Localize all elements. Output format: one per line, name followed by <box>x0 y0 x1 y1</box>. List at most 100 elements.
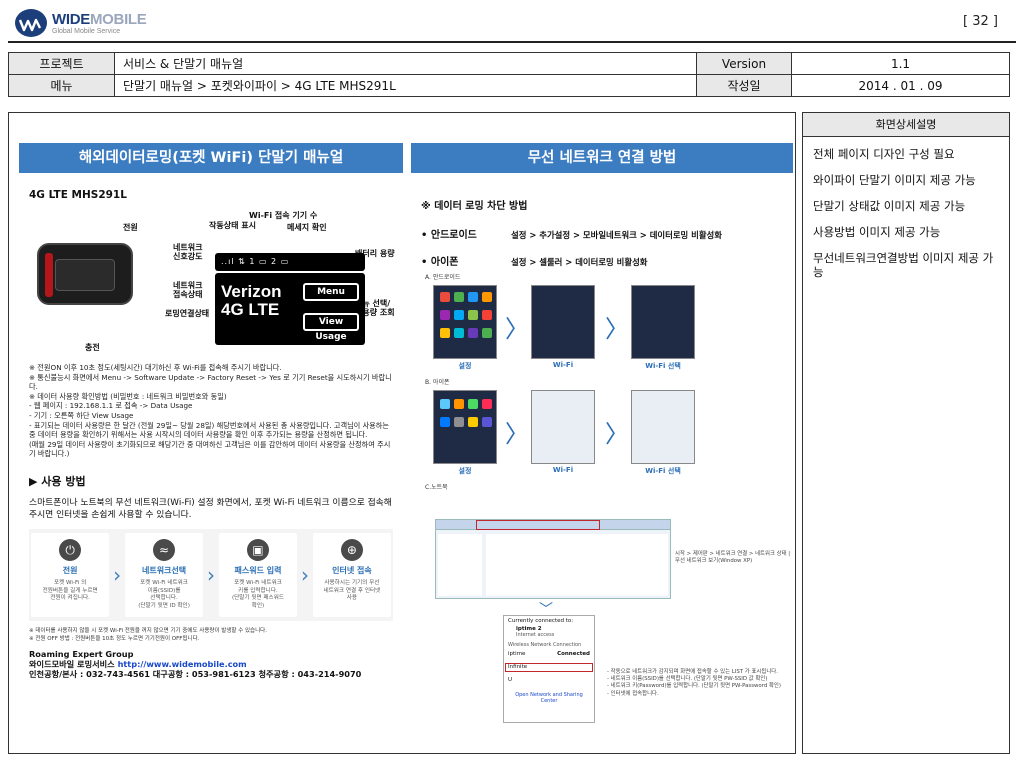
step-password: ▣ 패스워드 입력 포켓 Wi-Fi 네트워크 키를 입력합니다. (단말기 뒷… <box>218 533 298 617</box>
network-steps-note: - 작동으로 네트워크가 감지되며 화면에 접속할 수 있는 LIST 가 표시… <box>607 669 781 697</box>
caption-settings: 설정 <box>458 362 472 370</box>
wide-mobile-logo-icon <box>15 9 47 37</box>
lock-icon: ▣ <box>246 539 269 561</box>
step-title: 패스워드 입력 <box>234 566 282 575</box>
wifi-icon: ≈ <box>153 539 176 561</box>
android-instruction: • 안드로이드 설정 > 추가설정 > 모바일네트워크 > 데이터로밍 비활성화 <box>421 226 793 241</box>
step-description: 포켓 Wi-Fi 의 전원버튼을 길게 누르면 전원이 켜집니다. <box>42 580 98 602</box>
roaming-block-title: ※ 데이터 로밍 차단 방법 <box>421 201 528 212</box>
version-label: Version <box>696 52 792 75</box>
roaming-status-label: 로밍연결상태 <box>165 309 210 318</box>
open-network-center-link[interactable]: Open Network and Sharing Center <box>515 692 583 704</box>
step-title: 전원 <box>62 566 78 575</box>
battery-label: 배터리 용량 <box>355 249 395 258</box>
detail-item: 전체 페이지 디자인 구성 필요 <box>813 147 955 161</box>
footer-notes: ※ 데이터를 사용하지 않을 시 포켓 Wi-Fi 전원을 꺼지 않으면 기기 … <box>29 627 393 643</box>
network-item-u[interactable]: U <box>508 677 513 683</box>
iphone-instruction: • 아이폰 설정 > 셀룰러 > 데이터로밍 비활성화 <box>421 253 793 268</box>
note-line: - 기기 : 오른쪽 하단 View Usage <box>29 410 134 420</box>
connected-network: iptime 2 <box>516 626 542 632</box>
date-label: 작성일 <box>696 74 792 97</box>
chevron-down-icon: ﹀ <box>539 602 553 618</box>
highlight-box <box>476 520 600 530</box>
usage-steps: ⏻ 전원 포켓 Wi-Fi 의 전원버튼을 길게 누르면 전원이 켜집니다. ›… <box>29 529 393 621</box>
view-usage-button[interactable]: View Usage <box>303 313 359 342</box>
network-item-infinite[interactable]: Infinite <box>508 664 528 670</box>
document-meta-table: 프로젝트 서비스 & 단말기 매뉴얼 Version 1.1 메뉴 단말기 매뉴… <box>8 52 1010 97</box>
logo-name: WIDEMOBILE <box>52 10 147 28</box>
network-connection-panel: 무선 네트워크 연결 방법 ※ 데이터 로밍 차단 방법 • 안드로이드 설정 … <box>411 143 793 723</box>
highlight-box <box>505 663 593 672</box>
contact-phones: 인천공항/본사 : 032-743-4561 대구공항 : 053-981-61… <box>29 669 362 679</box>
how-to-use-title: ▶ 사용 방법 <box>29 475 86 488</box>
charge-label: 충전 <box>85 343 100 352</box>
project-value: 서비스 & 단말기 매뉴얼 <box>114 52 697 75</box>
contact-group: Roaming Expert Group <box>29 649 134 659</box>
auto-status-label: 작동상태 표시 <box>209 221 256 230</box>
menu-button[interactable]: Menu <box>303 283 359 301</box>
device-manual-banner: 해외데이터로밍(포켓 WiFi) 단말기 매뉴얼 <box>19 143 403 173</box>
detail-item: 와이파이 단말기 이미지 제공 가능 <box>813 173 976 187</box>
contact-service: 와이드모바일 로밍서비스 http://www.widemobile.com <box>29 659 247 669</box>
android-wifi-select-screenshot <box>631 285 695 359</box>
carrier-logo: Verizon 4G LTE <box>221 282 282 319</box>
iphone-path: 설정 > 셀룰러 > 데이터로밍 비활성화 <box>511 257 648 267</box>
chevron-right-icon: › <box>113 563 122 587</box>
version-value: 1.1 <box>791 52 1010 75</box>
android-label: • 안드로이드 <box>421 230 477 241</box>
note-line: - 표기되는 데이터 사용량은 한 달간 (전월 29일~ 당월 28일) 해당… <box>29 420 390 440</box>
usage-notes: ※ 전원ON 이후 10초 정도(세팅시간) 대기하신 후 Wi-Fi를 접속해… <box>29 363 393 469</box>
wifi-count-label: Wi-Fi 접속 기기 수 <box>249 211 318 220</box>
step-description: 사용하시는 기기의 무선 네트워크 연결 후 인터넷 사용 <box>323 580 381 602</box>
footnote: ※ 데이터를 사용하지 않을 시 포켓 Wi-Fi 전원을 꺼지 않으면 기기 … <box>29 628 267 634</box>
header-divider <box>8 41 1016 43</box>
iphone-screenshots: 설정 〉 Wi-Fi 〉 Wi-Fi 선택 <box>425 390 793 478</box>
device-manual-panel: 해외데이터로밍(포켓 WiFi) 단말기 매뉴얼 4G LTE MHS291L … <box>19 143 403 723</box>
device-model: 4G LTE MHS291L <box>29 189 127 201</box>
pocket-wifi-device <box>37 243 133 305</box>
menu-path: 단말기 매뉴얼 > 포켓와이파이 > 4G LTE MHS291L <box>114 74 697 97</box>
chevron-right-icon: › <box>300 563 309 587</box>
section-iphone: B. 아이폰 <box>425 379 450 386</box>
screen-body: Verizon 4G LTE Menu View Usage <box>215 273 365 345</box>
step-title: 네트워크선택 <box>141 566 187 575</box>
caption-wifi: Wi-Fi <box>552 466 574 474</box>
device-diagram: 전원 충전 Wi-Fi 접속 기기 수 작동상태 표시 메세지 확인 네트워크 … <box>19 209 403 359</box>
iphone-home-screenshot <box>433 390 497 464</box>
note-line: - 웹 페이지 : 192.168.1.1 로 접속 -> Data Usage <box>29 401 193 411</box>
section-android: A. 안드로이드 <box>425 274 461 281</box>
android-path: 설정 > 추가설정 > 모바일네트워크 > 데이터로밍 비활성화 <box>511 230 722 240</box>
step-description: 포켓 Wi-Fi 네트워크 키를 입력합니다. (단말기 뒷면 패스워드 확인) <box>231 580 284 609</box>
wireless-network-list: Currently connected to: iptime 2 Interne… <box>503 615 595 723</box>
note-line: (매월 29일 데이터 사용량이 초기화되므로 해당기간 중 대여하신 고객님은… <box>29 439 391 459</box>
project-label: 프로젝트 <box>8 52 115 75</box>
contact-info: Roaming Expert Group 와이드모바일 로밍서비스 http:/… <box>29 649 393 679</box>
manual-document: 해외데이터로밍(포켓 WiFi) 단말기 매뉴얼 4G LTE MHS291L … <box>19 143 793 723</box>
android-screenshots: 설정 〉 Wi-Fi 〉 Wi-Fi 선택 <box>425 285 793 373</box>
network-status-label: 네트워크 접속상태 <box>173 281 203 299</box>
website-link[interactable]: http://www.widemobile.com <box>117 659 247 669</box>
page-number: [ 32 ] <box>963 14 998 29</box>
step-internet: ⊕ 인터넷 접속 사용하시는 기기의 무선 네트워크 연결 후 인터넷 사용 <box>312 533 392 617</box>
connected-title: Currently connected to: <box>508 618 574 624</box>
chevron-right-icon: › <box>207 563 216 587</box>
caption-wifi-select: Wi-Fi 선택 <box>645 467 681 475</box>
android-settings-screenshot <box>531 285 595 359</box>
device-accent <box>45 253 53 297</box>
network-section-title: Wireless Network Connection <box>508 642 582 648</box>
status-icons-bar: ..ıl ⇅ 1 ▭ 2 ▭ <box>215 253 365 271</box>
android-home-screenshot <box>433 285 497 359</box>
chevron-right-icon: 〉 <box>605 315 629 343</box>
signal-label: 네트워크 신호강도 <box>173 243 203 261</box>
windows-network-screenshot <box>435 519 671 599</box>
detail-item: 무선네트워크연결방법 이미지 제공 가능 <box>813 251 994 279</box>
caption-settings: 설정 <box>458 467 472 475</box>
company-logo: WIDEMOBILE Global Mobile Service <box>14 6 154 40</box>
window-sidebar <box>438 534 482 596</box>
note-line: ※ 데이터 사용량 확인방법 (비밀번호 : 네트워크 비밀번호와 동일) <box>29 391 227 401</box>
note-line: ※ 전원ON 이후 10초 정도(세팅시간) 대기하신 후 Wi-Fi를 접속해… <box>29 363 282 372</box>
step-description: 포켓 Wi-Fi 네트워크 이름(SSID)를 선택합니다. (단말기 뒷면 I… <box>138 580 190 609</box>
device-screen-closeup: ..ıl ⇅ 1 ▭ 2 ▭ Verizon 4G LTE Menu View … <box>215 253 365 345</box>
iphone-wifi-select-screenshot <box>631 390 695 464</box>
